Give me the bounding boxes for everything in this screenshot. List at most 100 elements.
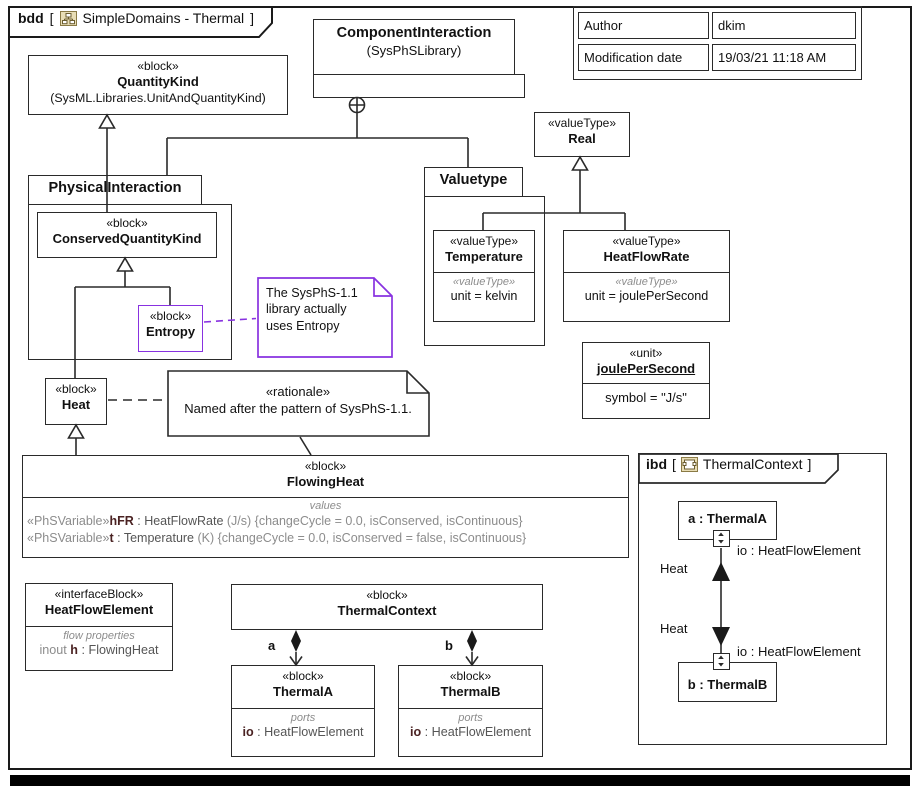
entropy-note-line3: uses Entropy bbox=[266, 318, 340, 333]
physicalinteraction-name: PhysicalInteraction bbox=[48, 180, 182, 196]
cqk-stereotype: «block» bbox=[106, 216, 148, 230]
thermala-port-type: : HeatFlowElement bbox=[253, 725, 364, 740]
ibd-tab-kind: ibd bbox=[646, 456, 667, 472]
role-label-a[interactable]: a bbox=[268, 638, 276, 653]
tab-close-bracket: ] bbox=[250, 10, 255, 26]
t-unit: (K) bbox=[197, 530, 218, 545]
thermala-port-line: io : HeatFlowElement bbox=[232, 725, 374, 739]
heat-stereotype: «block» bbox=[55, 382, 97, 396]
block-real[interactable]: «valueType» Real bbox=[534, 112, 630, 157]
block-valuetype[interactable]: Valuetype bbox=[424, 167, 523, 197]
block-quantitykind[interactable]: «block» QuantityKind (SysML.Libraries.Un… bbox=[28, 55, 288, 115]
block-entropy[interactable]: «block» Entropy bbox=[138, 305, 203, 352]
temperature-unit: unit = kelvin bbox=[450, 289, 518, 304]
thermala-stereotype: «block» bbox=[282, 669, 324, 683]
block-componentinteraction[interactable]: ComponentInteraction (SysPhSLibrary) bbox=[313, 19, 515, 75]
block-flowingheat[interactable]: «block» FlowingHeat values «PhSVariable»… bbox=[22, 455, 629, 558]
entropy-note[interactable]: The SysPhS-1.1 library actually uses Ent… bbox=[257, 277, 394, 359]
joulepersecond-stereotype: «unit» bbox=[629, 346, 663, 360]
joulepersecond-name: joulePerSecond bbox=[596, 361, 696, 376]
thermalcontext-name: ThermalContext bbox=[337, 603, 437, 618]
componentinteraction-compartment[interactable] bbox=[313, 73, 525, 98]
real-name: Real bbox=[568, 131, 596, 146]
ibd-flow-label-top[interactable]: Heat bbox=[660, 561, 688, 576]
port-a-io[interactable] bbox=[713, 530, 730, 547]
heatflowelement-flow: inout h : FlowingHeat bbox=[26, 643, 172, 657]
thermalb-port-line: io : HeatFlowElement bbox=[399, 725, 542, 739]
t-stereotype: «PhSVariable» bbox=[27, 530, 110, 545]
real-stereotype: «valueType» bbox=[547, 116, 617, 130]
ibd-tab-close-bracket: ] bbox=[807, 456, 812, 472]
t-constraints: {changeCycle = 0.0, isConserved = false,… bbox=[217, 530, 527, 545]
bdd-frame-tab[interactable]: bdd [ SimpleDomains - Thermal ] bbox=[8, 6, 276, 40]
ibd-tab-open-bracket: [ bbox=[672, 456, 676, 472]
flowingheat-name: FlowingHeat bbox=[286, 474, 365, 489]
entropy-note-shape bbox=[257, 277, 393, 358]
rationale-text: Named after the pattern of SysPhS-1.1. bbox=[184, 400, 412, 416]
bottom-bar bbox=[10, 775, 910, 786]
componentinteraction-name: ComponentInteraction bbox=[336, 25, 492, 41]
moddate-value-cell[interactable]: 19/03/21 11:18 AM bbox=[712, 44, 856, 71]
diagram-frame bbox=[8, 6, 912, 770]
joulepersecond-symbol: symbol = "J/s" bbox=[605, 389, 687, 405]
thermalb-port-name: io bbox=[409, 725, 422, 740]
thermalb-compartment-label: ports bbox=[458, 711, 483, 724]
inout-arrows-icon bbox=[718, 655, 724, 667]
heatflowelement-name: HeatFlowElement bbox=[44, 602, 154, 617]
cqk-name: ConservedQuantityKind bbox=[52, 231, 202, 246]
thermalb-stereotype: «block» bbox=[449, 669, 492, 683]
block-heat[interactable]: «block» Heat bbox=[45, 378, 107, 425]
flowingheat-stereotype: «block» bbox=[304, 459, 347, 473]
heatflowelement-stereotype: «interfaceBlock» bbox=[54, 587, 144, 601]
hfr-stereotype: «PhSVariable» bbox=[27, 514, 110, 529]
ibd-port-a-label[interactable]: io : HeatFlowElement bbox=[737, 543, 861, 558]
block-thermalcontext[interactable]: «block» ThermalContext bbox=[231, 584, 543, 630]
block-thermalb[interactable]: «block» ThermalB ports io : HeatFlowElem… bbox=[398, 665, 543, 757]
block-temperature[interactable]: «valueType» Temperature «valueType» unit… bbox=[433, 230, 535, 322]
ibd-flow-label-bottom[interactable]: Heat bbox=[660, 621, 688, 636]
flowingheat-value-t: «PhSVariable»t : Temperature (K) {change… bbox=[23, 530, 628, 547]
temperature-stereotype: «valueType» bbox=[449, 234, 519, 248]
ibd-part-a-label: a : ThermalA bbox=[688, 511, 767, 526]
quantitykind-library: (SysML.Libraries.UnitAndQuantityKind) bbox=[50, 90, 266, 105]
role-label-b[interactable]: b bbox=[445, 638, 453, 653]
flow-direction: inout bbox=[39, 643, 71, 658]
t-type: : Temperature bbox=[113, 530, 198, 545]
hfr-unit: (J/s) bbox=[226, 514, 255, 529]
thermalb-port-type: : HeatFlowElement bbox=[421, 725, 532, 740]
flow-type: : FlowingHeat bbox=[78, 643, 159, 658]
ibd-port-b-label[interactable]: io : HeatFlowElement bbox=[737, 644, 861, 659]
heatflowelement-compartment-label: flow properties bbox=[63, 629, 135, 642]
entropy-note-line1: The SysPhS-1.1 bbox=[266, 286, 358, 300]
inout-arrows-icon bbox=[718, 532, 724, 544]
quantitykind-stereotype: «block» bbox=[137, 59, 179, 73]
heatflowrate-compartment-stereotype: «valueType» bbox=[615, 275, 678, 288]
ibd-part-b-label: b : ThermalB bbox=[687, 677, 768, 692]
flow-name: h bbox=[70, 643, 78, 658]
author-info-table[interactable]: Author dkim Modification date 19/03/21 1… bbox=[573, 6, 862, 80]
hfr-type: : HeatFlowRate bbox=[133, 514, 227, 529]
heatflowrate-unit: unit = joulePerSecond bbox=[584, 289, 709, 304]
thermala-compartment-label: ports bbox=[290, 711, 316, 724]
block-joulepersecond[interactable]: «unit» joulePerSecond symbol = "J/s" bbox=[582, 342, 710, 419]
thermala-name: ThermalA bbox=[273, 684, 333, 699]
entropy-stereotype: «block» bbox=[149, 309, 192, 323]
thermala-port-name: io bbox=[242, 725, 254, 740]
bdd-diagram-icon bbox=[59, 10, 77, 26]
ibd-frame-tab[interactable]: ibd [ ThermalContext ] bbox=[638, 453, 842, 485]
heatflowrate-stereotype: «valueType» bbox=[612, 234, 681, 248]
rationale-note[interactable]: «rationale» Named after the pattern of S… bbox=[167, 370, 431, 438]
quantitykind-name: QuantityKind bbox=[117, 74, 199, 89]
block-conservedquantitykind[interactable]: «block» ConservedQuantityKind bbox=[37, 212, 217, 258]
block-thermala[interactable]: «block» ThermalA ports io : HeatFlowElem… bbox=[231, 665, 375, 757]
moddate-label-cell: Modification date bbox=[578, 44, 709, 71]
block-heatflowrate[interactable]: «valueType» HeatFlowRate «valueType» uni… bbox=[563, 230, 730, 322]
entropy-name: Entropy bbox=[145, 324, 196, 339]
author-value-cell[interactable]: dkim bbox=[712, 12, 856, 39]
port-b-io[interactable] bbox=[713, 653, 730, 670]
block-heatflowelement[interactable]: «interfaceBlock» HeatFlowElement flow pr… bbox=[25, 583, 173, 671]
block-physicalinteraction[interactable]: PhysicalInteraction bbox=[28, 175, 202, 205]
hfr-name: hFR bbox=[109, 514, 134, 529]
thermalcontext-stereotype: «block» bbox=[366, 588, 408, 602]
